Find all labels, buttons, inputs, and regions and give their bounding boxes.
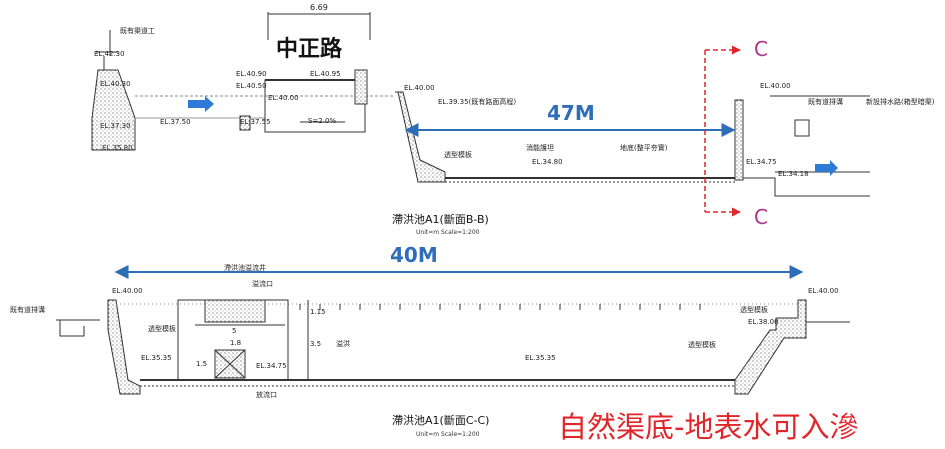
label-dim-3-5: 3.5 [310, 340, 321, 348]
label-el-37-30: EL.37.30 [100, 122, 131, 130]
label-precast-panel-left: 透型模板 [148, 324, 176, 333]
label-el-34-80: EL.34.80 [532, 158, 563, 166]
label-el-40-00-a: EL.40.00 [404, 84, 435, 92]
label-road-width: 6.69 [310, 3, 328, 12]
section-c-title: 滯洪池A1(斷面C-C) [392, 413, 489, 427]
label-precast-panel-right: 透型模板 [740, 305, 768, 314]
span-label-40m: 40M [390, 243, 438, 267]
label-dim-1-8: 1.8 [230, 339, 241, 347]
label-el-40-00-road: EL.40.00 [268, 94, 299, 102]
label-existing-drain: 既有道排溝 [808, 97, 843, 106]
label-el-40-50: EL.40.50 [236, 82, 267, 90]
label-ground: 地底(整平夯實) [620, 143, 668, 152]
label-el-37-55: EL.37.55 [240, 118, 271, 126]
flow-arrow-left [188, 96, 214, 112]
span-label-47m: 47M [547, 101, 595, 125]
label-el-34-18: EL.34.18 [778, 170, 809, 178]
label-el-38-00: EL.38.00 [748, 318, 779, 326]
label-el-37-50: EL.37.50 [160, 118, 191, 126]
section-c-marker [704, 45, 741, 217]
label-el-40-95: EL.40.95 [310, 70, 341, 78]
label-el-35-80: EL.35.80 [102, 144, 133, 152]
section-c-scale: Unit=m Scale=1:200 [416, 431, 480, 438]
label-precast-panel-mid: 透型模板 [688, 340, 716, 349]
label-el-40-00-bottom-left: EL.40.00 [112, 287, 143, 295]
section-b-title: 滯洪池A1(斷面B-B) [392, 212, 489, 226]
section-c-top-letter: C [754, 37, 768, 61]
label-overflow-opening: 溢流口 [252, 279, 273, 288]
label-el-40-00-right: EL.40.00 [760, 82, 791, 90]
label-existing-drain-bottom: 既有道排溝 [10, 305, 45, 314]
existing-channel-wall [91, 69, 136, 151]
label-existing-channel: 既有渠道工 [120, 26, 155, 35]
label-el-40-00-bottom-right: EL.40.00 [808, 287, 839, 295]
label-energy-weir: 消能護坦 [526, 143, 554, 152]
label-new-drain: 新設排水路(箱型暗渠) [866, 97, 935, 106]
section-b-scale: Unit=m Scale=1:200 [416, 229, 480, 236]
label-el-35-35-mid: EL.35.35 [525, 354, 556, 362]
label-dim-1-5: 1.5 [196, 360, 207, 368]
label-el-39-35: EL.39.35(既有路面高程) [438, 97, 516, 106]
label-el-35-35-left: EL.35.35 [141, 354, 172, 362]
label-el-40-30: EL.40.30 [100, 80, 131, 88]
label-slope: S=2.0% [308, 117, 336, 125]
section-c-bottom-letter: C [754, 205, 768, 229]
label-el-34-75: EL.34.75 [746, 158, 777, 166]
label-dim-5: 5 [232, 327, 236, 335]
label-outlet-well: 滯洪池溢流井 [224, 263, 266, 272]
label-el-42-30: EL.42.30 [94, 50, 125, 58]
flow-arrow-right [815, 160, 838, 176]
label-el-40-90: EL.40.90 [236, 70, 267, 78]
caption-infiltration: 自然渠底-地表水可入滲 [558, 410, 858, 444]
section-b-b [91, 12, 870, 197]
label-h: 溢洪 [336, 339, 350, 348]
road-name: 中正路 [276, 36, 343, 62]
label-dim-1-15: 1.15 [310, 308, 326, 316]
section-c-c [56, 299, 850, 395]
label-el-34-75-bottom: EL.34.75 [256, 362, 287, 370]
label-outlet: 放流口 [256, 390, 277, 399]
label-precast-panel: 透型模板 [444, 150, 472, 159]
